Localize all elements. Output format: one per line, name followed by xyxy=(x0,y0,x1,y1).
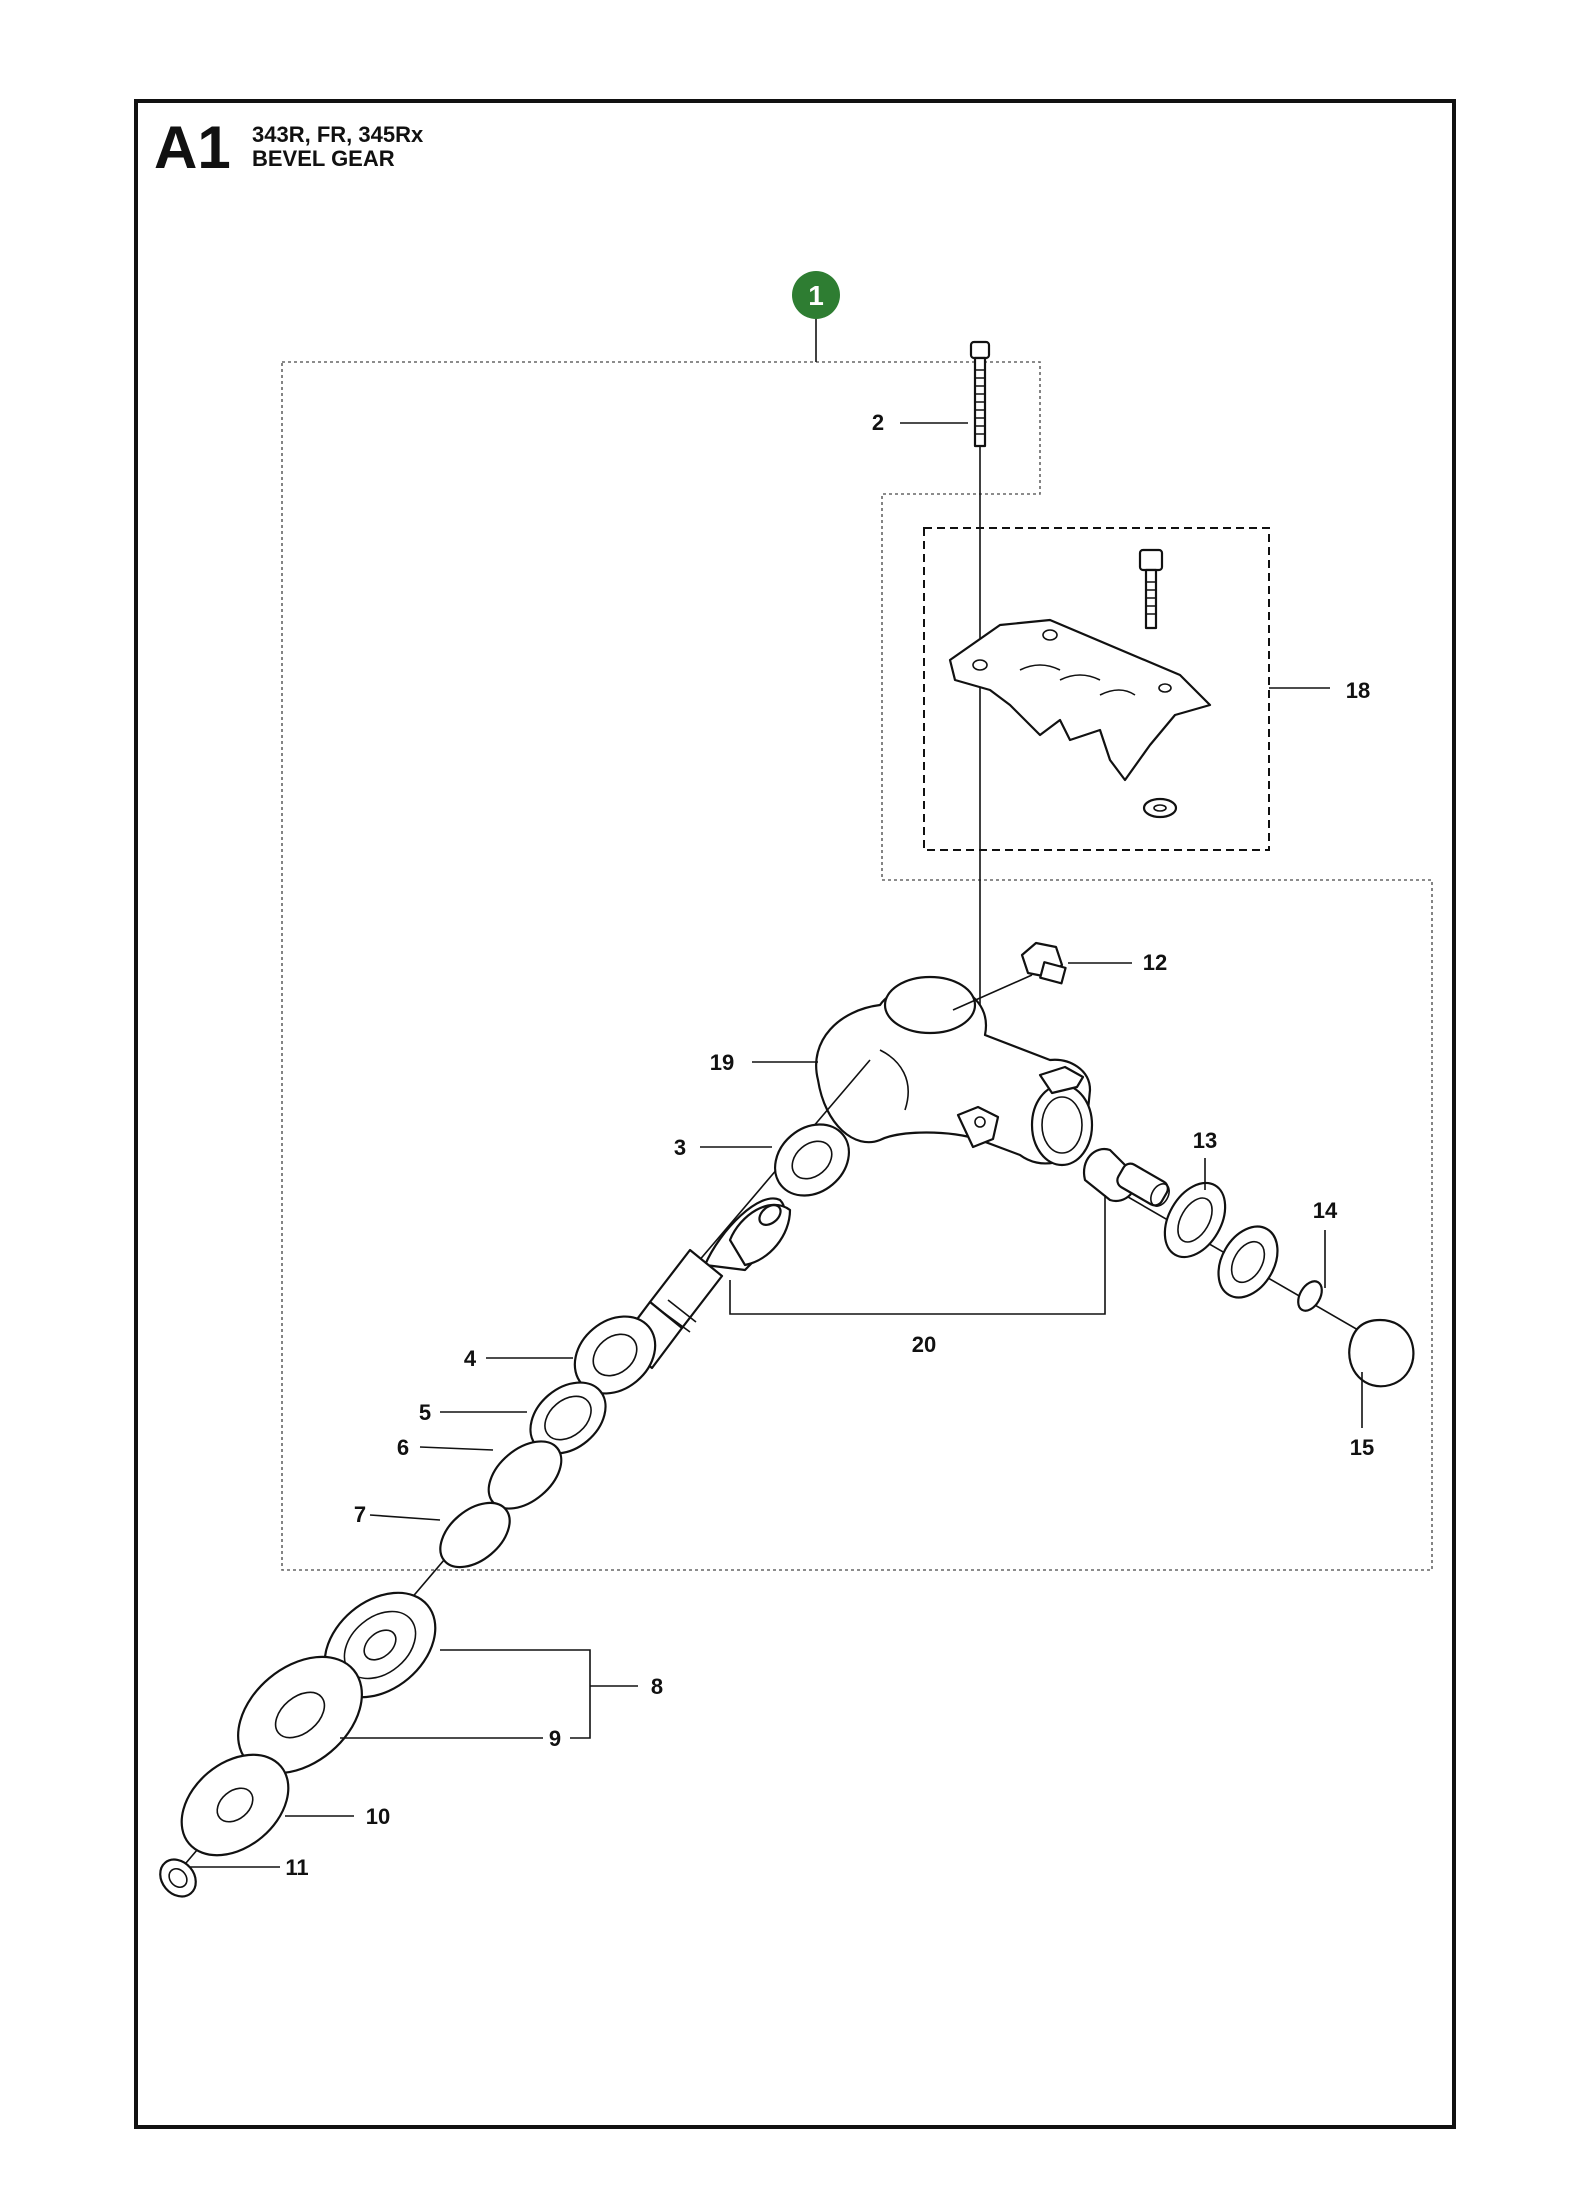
callout-10: 10 xyxy=(366,1804,390,1829)
callout-3: 3 xyxy=(674,1135,686,1160)
guard-kit-boundary xyxy=(923,527,1270,851)
callout-8: 8 xyxy=(651,1674,663,1699)
section-code: A1 xyxy=(154,114,231,181)
callout-11: 11 xyxy=(285,1855,308,1880)
callout-2: 2 xyxy=(872,410,884,435)
kit-badge xyxy=(792,271,840,319)
callout-18: 18 xyxy=(1346,678,1370,703)
callout-14: 14 xyxy=(1313,1198,1338,1223)
callout-4: 4 xyxy=(464,1346,477,1371)
bearing-part xyxy=(1163,1181,1227,1259)
bearing-part xyxy=(1217,1225,1279,1299)
callout-9: 9 xyxy=(549,1726,561,1751)
snap-ring xyxy=(439,1501,511,1569)
kit-badge-label: 1 xyxy=(808,280,824,311)
bearing-part xyxy=(773,1123,851,1197)
retaining-ring xyxy=(1297,1280,1323,1312)
callout-15: 15 xyxy=(1350,1435,1374,1460)
circlip xyxy=(1348,1318,1415,1388)
gear-guard xyxy=(948,548,1212,819)
bearing-part xyxy=(573,1315,657,1395)
callout-13: 13 xyxy=(1193,1128,1217,1153)
callout-20: 20 xyxy=(912,1332,936,1357)
gear-housing xyxy=(815,975,1094,1167)
kit-boundary xyxy=(281,361,1433,1571)
callout-12: 12 xyxy=(1143,950,1167,975)
callout-6: 6 xyxy=(397,1435,409,1460)
driven-gear-shaft xyxy=(618,1197,792,1370)
page-title: BEVEL GEAR xyxy=(252,146,395,171)
callout-5: 5 xyxy=(419,1400,431,1425)
callout-7: 7 xyxy=(354,1502,366,1527)
lock-nut xyxy=(159,1858,197,1898)
screw-part xyxy=(969,340,991,448)
pinion-gear xyxy=(1082,1147,1170,1207)
grease-plug xyxy=(1020,941,1067,985)
model-list: 343R, FR, 345Rx xyxy=(252,122,424,147)
counter-disc xyxy=(180,1753,290,1857)
callout-19: 19 xyxy=(710,1050,734,1075)
page-frame xyxy=(134,99,1456,2129)
